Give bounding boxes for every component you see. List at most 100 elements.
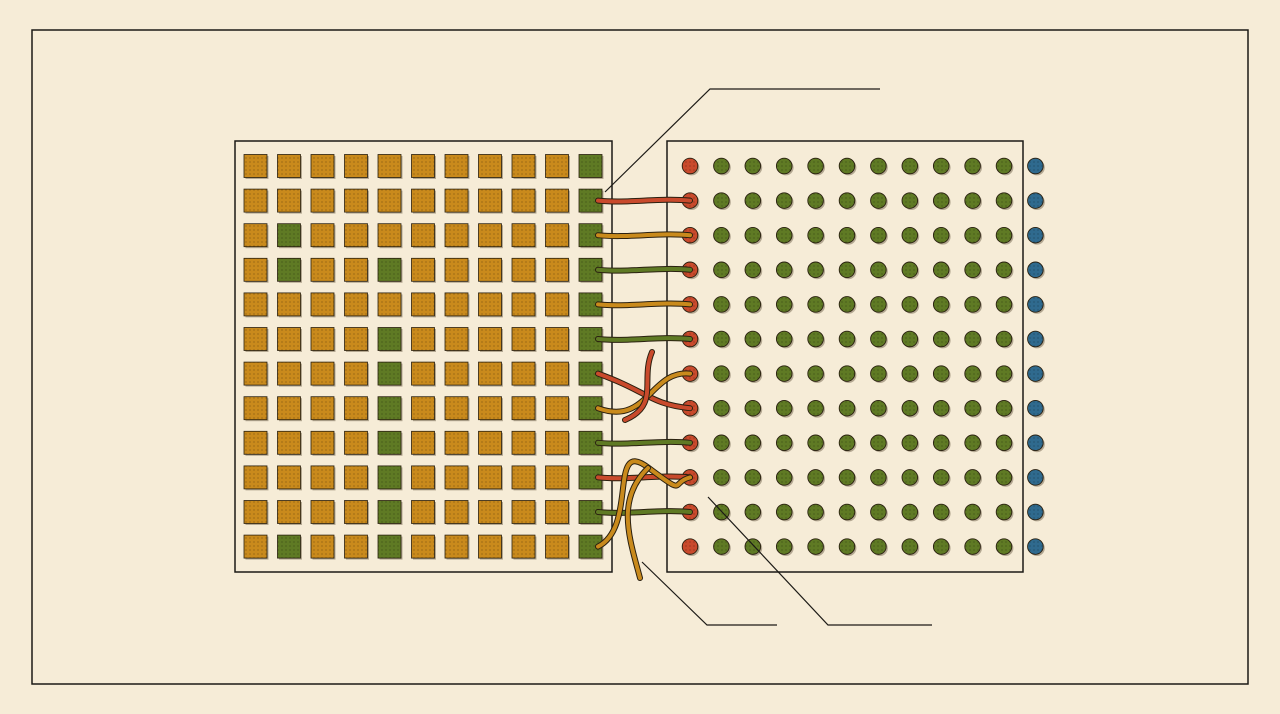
grid-dot [807, 157, 825, 176]
grid-dot [744, 538, 763, 556]
grid-dot [744, 469, 763, 487]
right-grid-board [666, 140, 1024, 573]
grid-cell [411, 292, 436, 318]
grid-dot [775, 192, 794, 210]
grid-cell [411, 465, 436, 491]
grid-dot [901, 469, 920, 487]
grid-cell-olive [578, 257, 604, 283]
grid-dot [744, 330, 763, 349]
grid-dot-blue [1027, 226, 1045, 245]
grid-dot [964, 192, 982, 210]
grid-cell [243, 327, 269, 352]
grid-dot [870, 503, 888, 522]
grid-dot [807, 365, 825, 384]
grid-cell [478, 188, 503, 214]
grid-dot [932, 261, 951, 280]
grid-dot [964, 261, 982, 280]
grid-dot [870, 538, 888, 556]
grid-cell [243, 188, 269, 214]
grid-dot [932, 192, 951, 210]
grid-cell [478, 465, 503, 491]
grid-cell [511, 154, 537, 179]
grid-dot [744, 296, 763, 314]
grid-cell [545, 361, 570, 387]
grid-cell [545, 154, 570, 179]
callout-line-bottom-left [641, 561, 777, 626]
grid-dot [775, 434, 794, 453]
grid-dot [838, 503, 857, 522]
grid-dot [807, 330, 825, 349]
grid-dot-red [681, 157, 700, 176]
grid-dot [807, 469, 825, 487]
grid-cell [511, 223, 537, 249]
grid-dot [901, 538, 920, 556]
grid-cell [411, 361, 436, 387]
grid-cell [344, 292, 369, 318]
grid-cell [310, 430, 336, 456]
grid-dot [807, 399, 825, 418]
grid-cell-olive [377, 396, 403, 422]
grid-dot [995, 261, 1014, 280]
grid-cell-olive [377, 500, 403, 525]
grid-cell [444, 500, 470, 525]
grid-dot [901, 434, 920, 453]
grid-dot [964, 226, 982, 245]
grid-dot [964, 538, 982, 556]
grid-cell [545, 257, 570, 283]
grid-dot [901, 261, 920, 280]
grid-dot [964, 434, 982, 453]
grid-dot [713, 296, 731, 314]
grid-dot [775, 226, 794, 245]
grid-cell [344, 154, 369, 179]
grid-dot [744, 157, 763, 176]
grid-dot-blue [1027, 365, 1045, 384]
callout-line-top [604, 88, 880, 193]
grid-cell [511, 396, 537, 422]
grid-dot [932, 226, 951, 245]
wire-red [595, 473, 693, 482]
grid-dot [870, 434, 888, 453]
grid-dot [807, 296, 825, 314]
grid-cell [478, 396, 503, 422]
grid-cell [411, 188, 436, 214]
right-dot-grid [681, 157, 1045, 556]
grid-cell [310, 465, 336, 491]
grid-cell [511, 257, 537, 283]
grid-cell [411, 257, 436, 283]
grid-cell [478, 500, 503, 525]
grid-cell [411, 430, 436, 456]
grid-cell [243, 292, 269, 318]
grid-dot [932, 538, 951, 556]
grid-cell-olive [377, 257, 403, 283]
grid-dot [964, 469, 982, 487]
grid-cell [310, 500, 336, 525]
grid-dot [932, 330, 951, 349]
grid-cell-olive [578, 430, 604, 456]
grid-cell [243, 154, 269, 179]
grid-cell [310, 292, 336, 318]
grid-dot [838, 296, 857, 314]
grid-cell [511, 430, 537, 456]
grid-dot [775, 399, 794, 418]
grid-cell-olive [578, 188, 604, 214]
grid-cell [310, 361, 336, 387]
grid-cell [444, 188, 470, 214]
grid-dot [838, 399, 857, 418]
grid-dot [995, 538, 1014, 556]
grid-dot [964, 503, 982, 522]
grid-cell [344, 188, 369, 214]
grid-dot [744, 261, 763, 280]
grid-dot [995, 192, 1014, 210]
grid-cell [344, 500, 369, 525]
grid-dot [901, 296, 920, 314]
grid-cell-olive [578, 327, 604, 352]
grid-dot [744, 226, 763, 245]
grid-dot [807, 434, 825, 453]
grid-dot [901, 192, 920, 210]
grid-cell-olive [578, 223, 604, 249]
grid-cell [444, 430, 470, 456]
grid-dot [807, 226, 825, 245]
grid-dot [870, 365, 888, 384]
grid-dot [713, 434, 731, 453]
grid-cell-olive [578, 154, 604, 179]
